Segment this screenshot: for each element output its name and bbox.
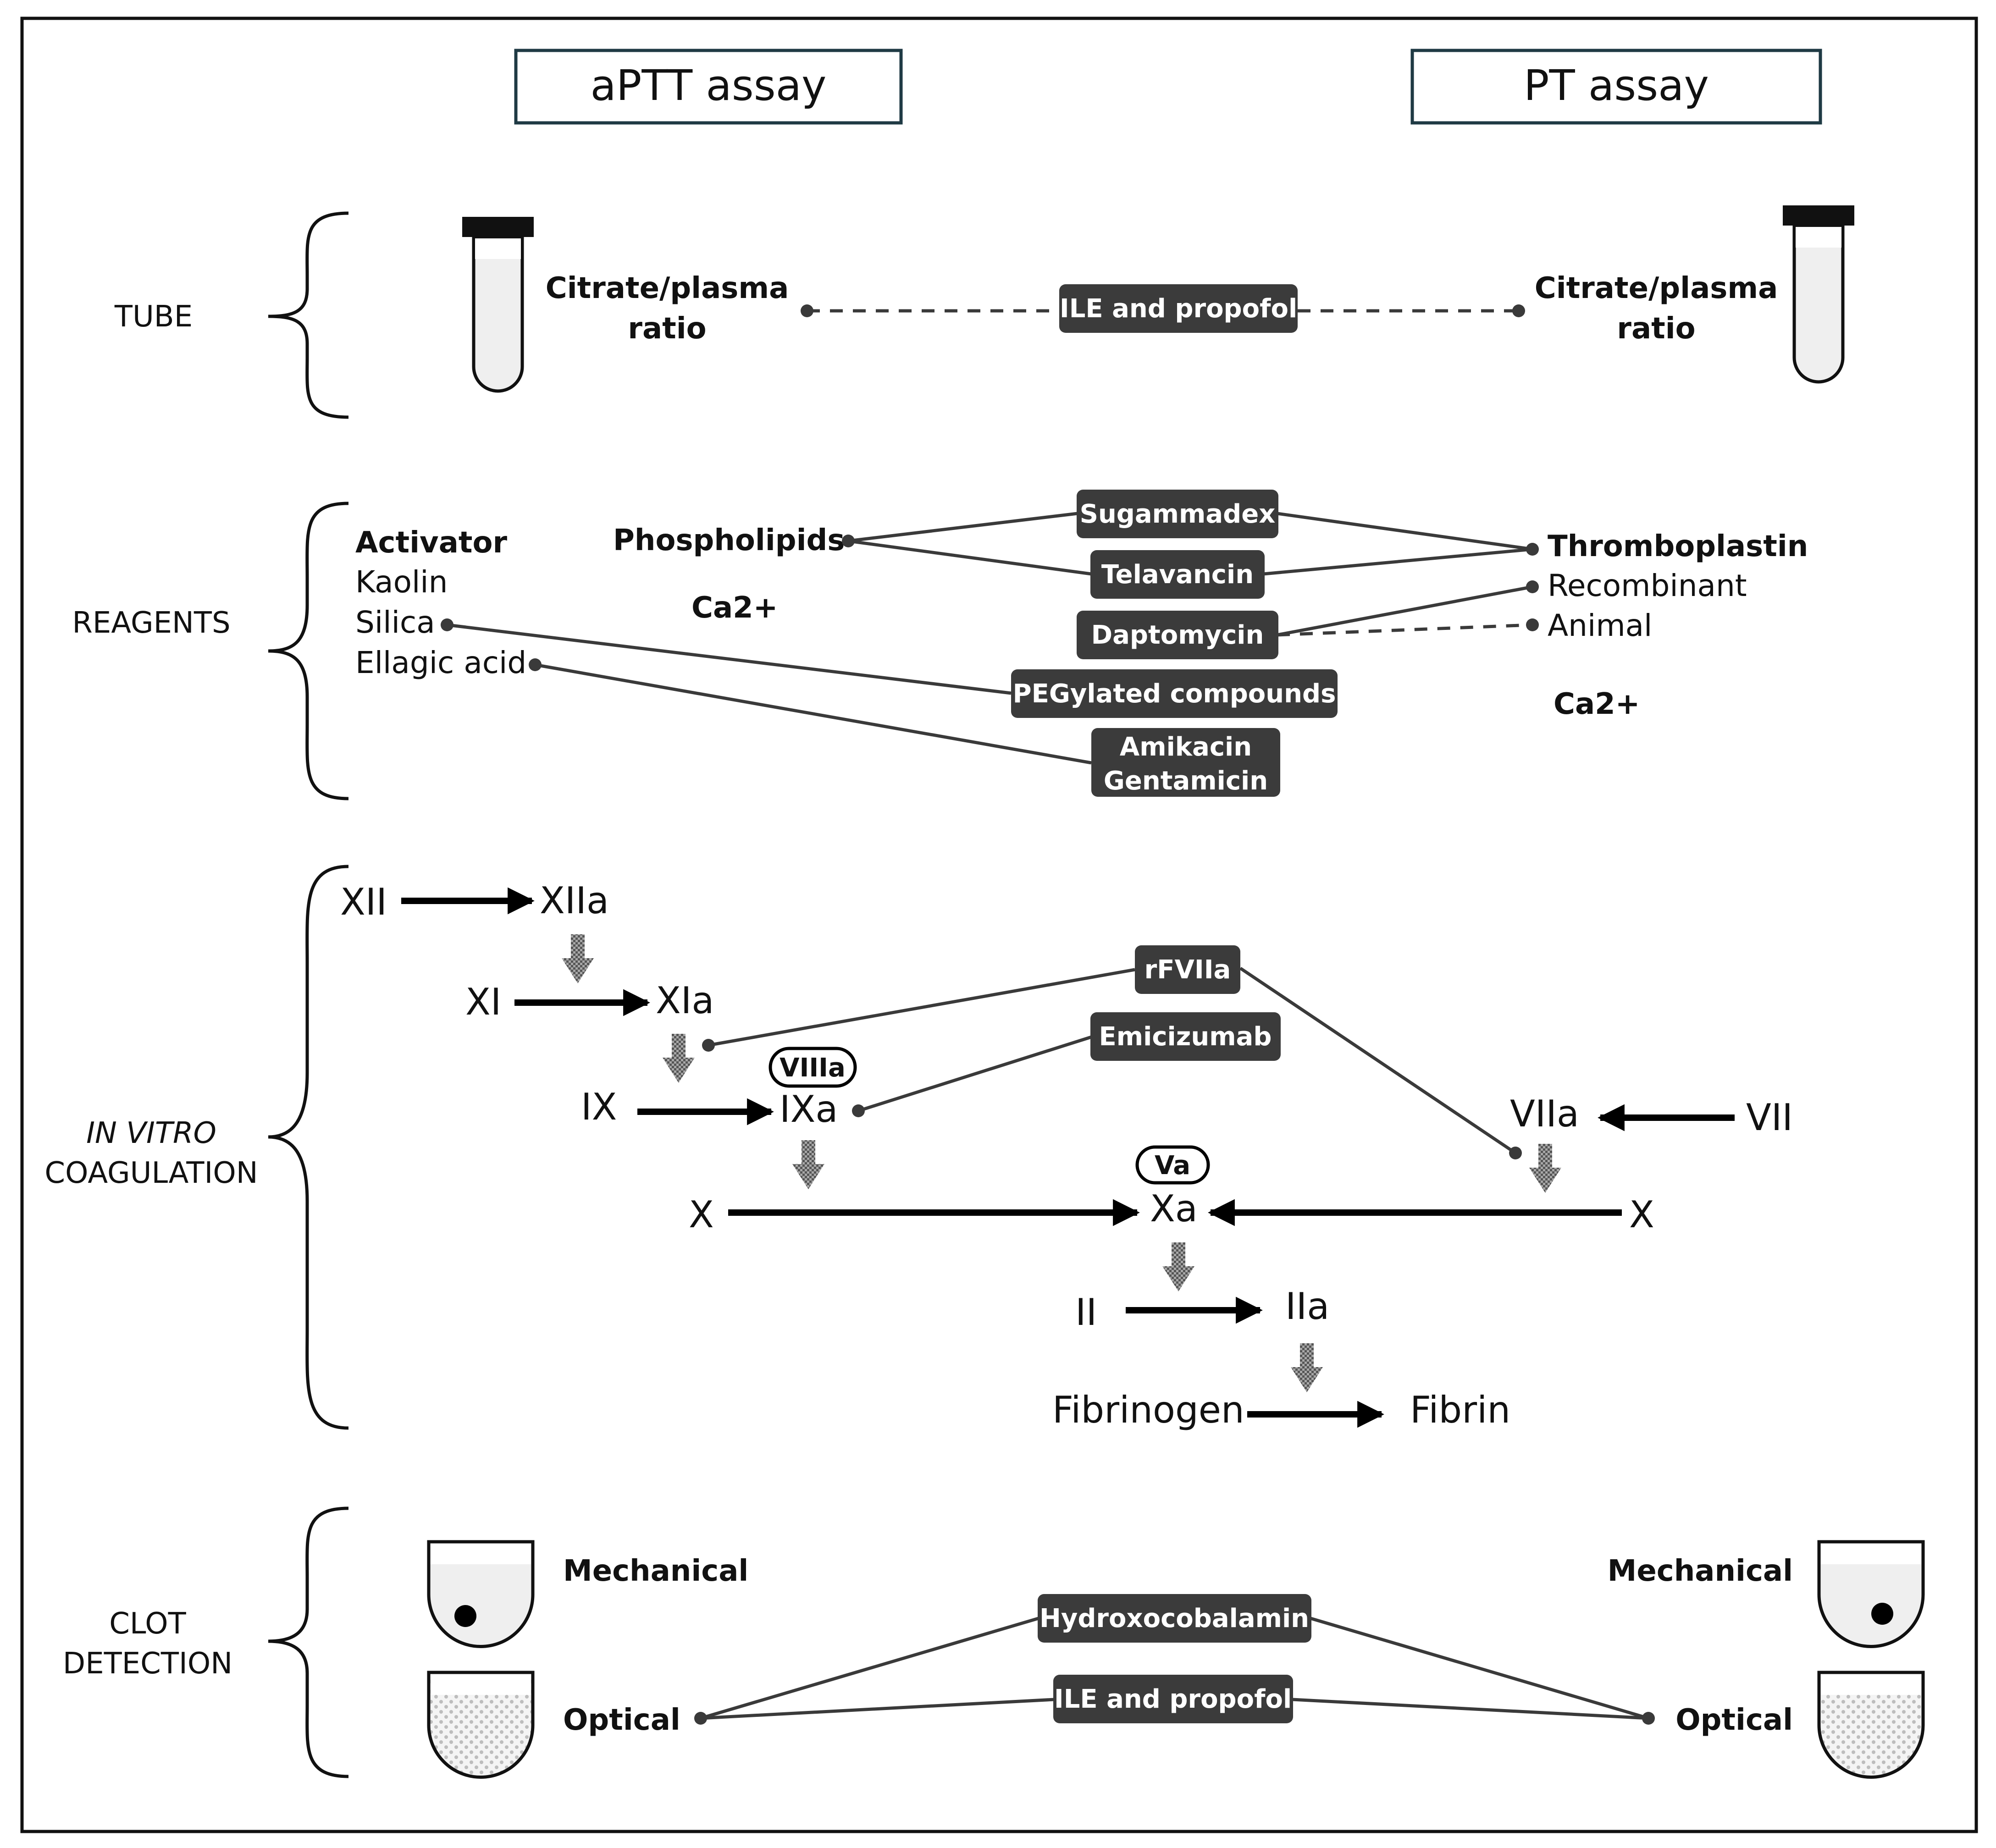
mechanical-cup-left: [427, 1540, 535, 1648]
reagent-thromboplastin-heading: Thromboplastin: [1548, 530, 1808, 563]
factor-xia: XIa: [656, 979, 714, 1022]
pt-header: PT assay: [1410, 49, 1822, 125]
section-coagulation-line1: IN VITRO: [86, 1116, 216, 1150]
reagent-silica: Silica: [355, 605, 435, 640]
section-coagulation-line2: COAGULATION: [44, 1156, 258, 1190]
section-tube-label: TUBE: [114, 300, 193, 334]
amikacin-gentamicin-badge: Amikacin Gentamicin: [1091, 728, 1280, 797]
sugammadex-badge: Sugammadex: [1077, 490, 1278, 538]
outer-frame: [20, 17, 1978, 1833]
factor-iia: IIa: [1285, 1285, 1329, 1328]
reagent-phospholipids-heading: Phospholipids: [613, 524, 845, 557]
factor-ii: II: [1075, 1291, 1097, 1334]
factor-viia: VIIa: [1510, 1092, 1579, 1135]
svg-text:Telavancin: Telavancin: [1101, 560, 1254, 590]
clot-optical-right-label: Optical: [1675, 1703, 1793, 1737]
va-cofactor: Va: [1135, 1145, 1210, 1185]
reagent-recombinant: Recombinant: [1548, 568, 1747, 603]
tube-ile-propofol-badge: ILE and propofol: [1059, 284, 1298, 333]
telavancin-badge: Telavancin: [1090, 550, 1265, 599]
svg-text:PEGylated compounds: PEGylated compounds: [1013, 679, 1336, 709]
reagent-kaolin: Kaolin: [355, 564, 448, 600]
clot-ile-propofol-badge: ILE and propofol: [1053, 1675, 1293, 1723]
factor-x-right: X: [1629, 1193, 1654, 1236]
svg-text:Sugammadex: Sugammadex: [1080, 499, 1276, 529]
reaction-arrows: [401, 887, 1735, 1428]
clot-brace: [268, 1506, 349, 1778]
pegylated-compounds-badge: PEGylated compounds: [1011, 669, 1338, 718]
optical-cup-left: [427, 1671, 535, 1779]
viiia-cofactor: VIIIa: [769, 1047, 857, 1088]
factor-fibrinogen: Fibrinogen: [1052, 1389, 1244, 1431]
reagents-brace: [268, 502, 349, 800]
tube-left-label-line2: ratio: [628, 312, 706, 346]
reagent-calcium-left: Ca2+: [691, 591, 778, 625]
svg-text:Gentamicin: Gentamicin: [1104, 766, 1268, 796]
reagent-activator-heading: Activator: [355, 526, 507, 560]
aptt-header-label: aPTT assay: [591, 61, 827, 110]
svg-text:Va: Va: [1155, 1151, 1190, 1181]
clot-mechanical-right-label: Mechanical: [1608, 1554, 1793, 1588]
factor-ix: IX: [581, 1086, 617, 1128]
daptomycin-badge: Daptomycin: [1077, 611, 1278, 659]
hydroxocobalamin-badge: Hydroxocobalamin: [1038, 1594, 1311, 1643]
coagulation-brace: [268, 865, 349, 1430]
reagent-connectors: [441, 512, 1539, 765]
factor-xi: XI: [465, 981, 501, 1023]
reagent-ellagic-acid: Ellagic acid: [355, 645, 526, 680]
right-tube-icon: [1783, 205, 1854, 384]
section-reagents-label: REAGENTS: [72, 606, 230, 640]
aptt-header: aPTT assay: [514, 49, 903, 125]
factor-xiia: XIIa: [540, 879, 609, 922]
svg-text:VIIIa: VIIIa: [780, 1053, 846, 1083]
optical-cup-right: [1817, 1671, 1925, 1779]
factor-x-left: X: [689, 1193, 714, 1236]
activation-down-arrows: [562, 934, 1561, 1392]
factor-vii: VII: [1746, 1096, 1793, 1139]
svg-text:Daptomycin: Daptomycin: [1091, 620, 1264, 650]
factor-xa: Xa: [1150, 1187, 1198, 1230]
clot-optical-left-label: Optical: [563, 1703, 680, 1737]
tube-left-label-line1: Citrate/plasma: [546, 271, 789, 305]
left-tube-icon: [462, 217, 534, 393]
reagent-animal: Animal: [1548, 608, 1652, 643]
clot-mechanical-left-label: Mechanical: [563, 1554, 748, 1588]
svg-text:rFVIIa: rFVIIa: [1145, 955, 1231, 985]
factor-ixa: IXa: [780, 1088, 838, 1131]
factor-xii: XII: [340, 881, 387, 923]
svg-text:ILE and propofol: ILE and propofol: [1060, 294, 1297, 324]
section-clot-line2: DETECTION: [63, 1647, 232, 1681]
tube-interference-connector: [801, 304, 1525, 317]
svg-text:Emicizumab: Emicizumab: [1099, 1022, 1272, 1052]
rfviia-badge: rFVIIa: [1135, 945, 1240, 994]
section-clot-line1: CLOT: [109, 1607, 186, 1641]
clot-connectors: [694, 1616, 1655, 1725]
factor-fibrin: Fibrin: [1410, 1389, 1510, 1431]
reagent-calcium-right: Ca2+: [1554, 687, 1640, 721]
tube-right-label-line2: ratio: [1617, 312, 1695, 346]
svg-text:Hydroxocobalamin: Hydroxocobalamin: [1039, 1604, 1309, 1633]
pt-header-label: PT assay: [1524, 61, 1709, 110]
cascade-drug-connectors: [702, 967, 1522, 1159]
tube-brace: [268, 211, 349, 419]
tube-right-label-line1: Citrate/plasma: [1535, 271, 1778, 305]
emicizumab-badge: Emicizumab: [1090, 1012, 1281, 1061]
mechanical-cup-right: [1817, 1540, 1925, 1648]
svg-text:Amikacin: Amikacin: [1120, 732, 1252, 762]
svg-text:ILE and propofol: ILE and propofol: [1054, 1684, 1292, 1714]
